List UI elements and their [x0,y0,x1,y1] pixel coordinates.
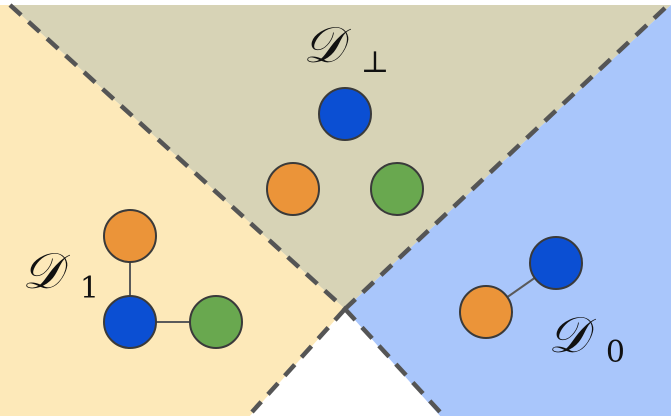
label-d-perp-subscript: ⊥ [361,45,389,80]
node-d-perp-green [370,162,424,216]
region-d-1 [0,5,345,416]
node-d-1-blue [103,295,157,349]
node-d-0-orange [459,285,513,339]
boundary-line-upper-left [8,3,347,311]
region-d-0 [345,5,671,416]
region-bottom-empty [250,309,440,416]
node-d-perp-blue [318,87,372,141]
label-d-0-symbol: 𝒟 [548,306,597,364]
label-d-0: 𝒟 0 [548,306,625,370]
node-d-0-blue [529,236,583,290]
label-d-0-subscript: 0 [606,335,625,370]
label-d-1-symbol: 𝒟 [22,242,71,300]
label-d-perp: 𝒟 ⊥ [303,16,389,80]
label-d-1-subscript: 1 [80,271,99,306]
node-d-perp-orange [266,162,320,216]
region-d-perp [10,5,671,309]
label-d-1: 𝒟 1 [22,242,99,306]
node-d-1-orange [103,209,157,263]
label-d-perp-symbol: 𝒟 [303,16,352,74]
node-d-1-green [189,295,243,349]
